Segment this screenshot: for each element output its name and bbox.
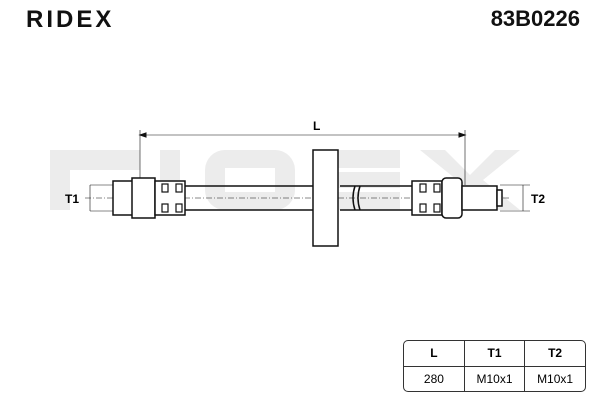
- header-t1: T1: [463, 341, 526, 367]
- part-number: 83B0226: [490, 6, 580, 31]
- value-t1: M10x1: [463, 365, 526, 391]
- t1-label: T1: [65, 192, 79, 206]
- table-header-row: L T1 T2: [404, 341, 585, 367]
- spec-table: L T1 T2 280 M10x1 M10x1: [403, 340, 586, 392]
- t2-label: T2: [531, 192, 545, 206]
- length-label: L: [313, 119, 320, 133]
- value-t2: M10x1: [524, 365, 585, 391]
- value-l: 280: [404, 365, 465, 391]
- header-t2: T2: [524, 341, 585, 367]
- brand-logo: RIDEX: [26, 6, 115, 33]
- table-row: 280 M10x1 M10x1: [404, 365, 585, 391]
- header-l: L: [404, 341, 465, 367]
